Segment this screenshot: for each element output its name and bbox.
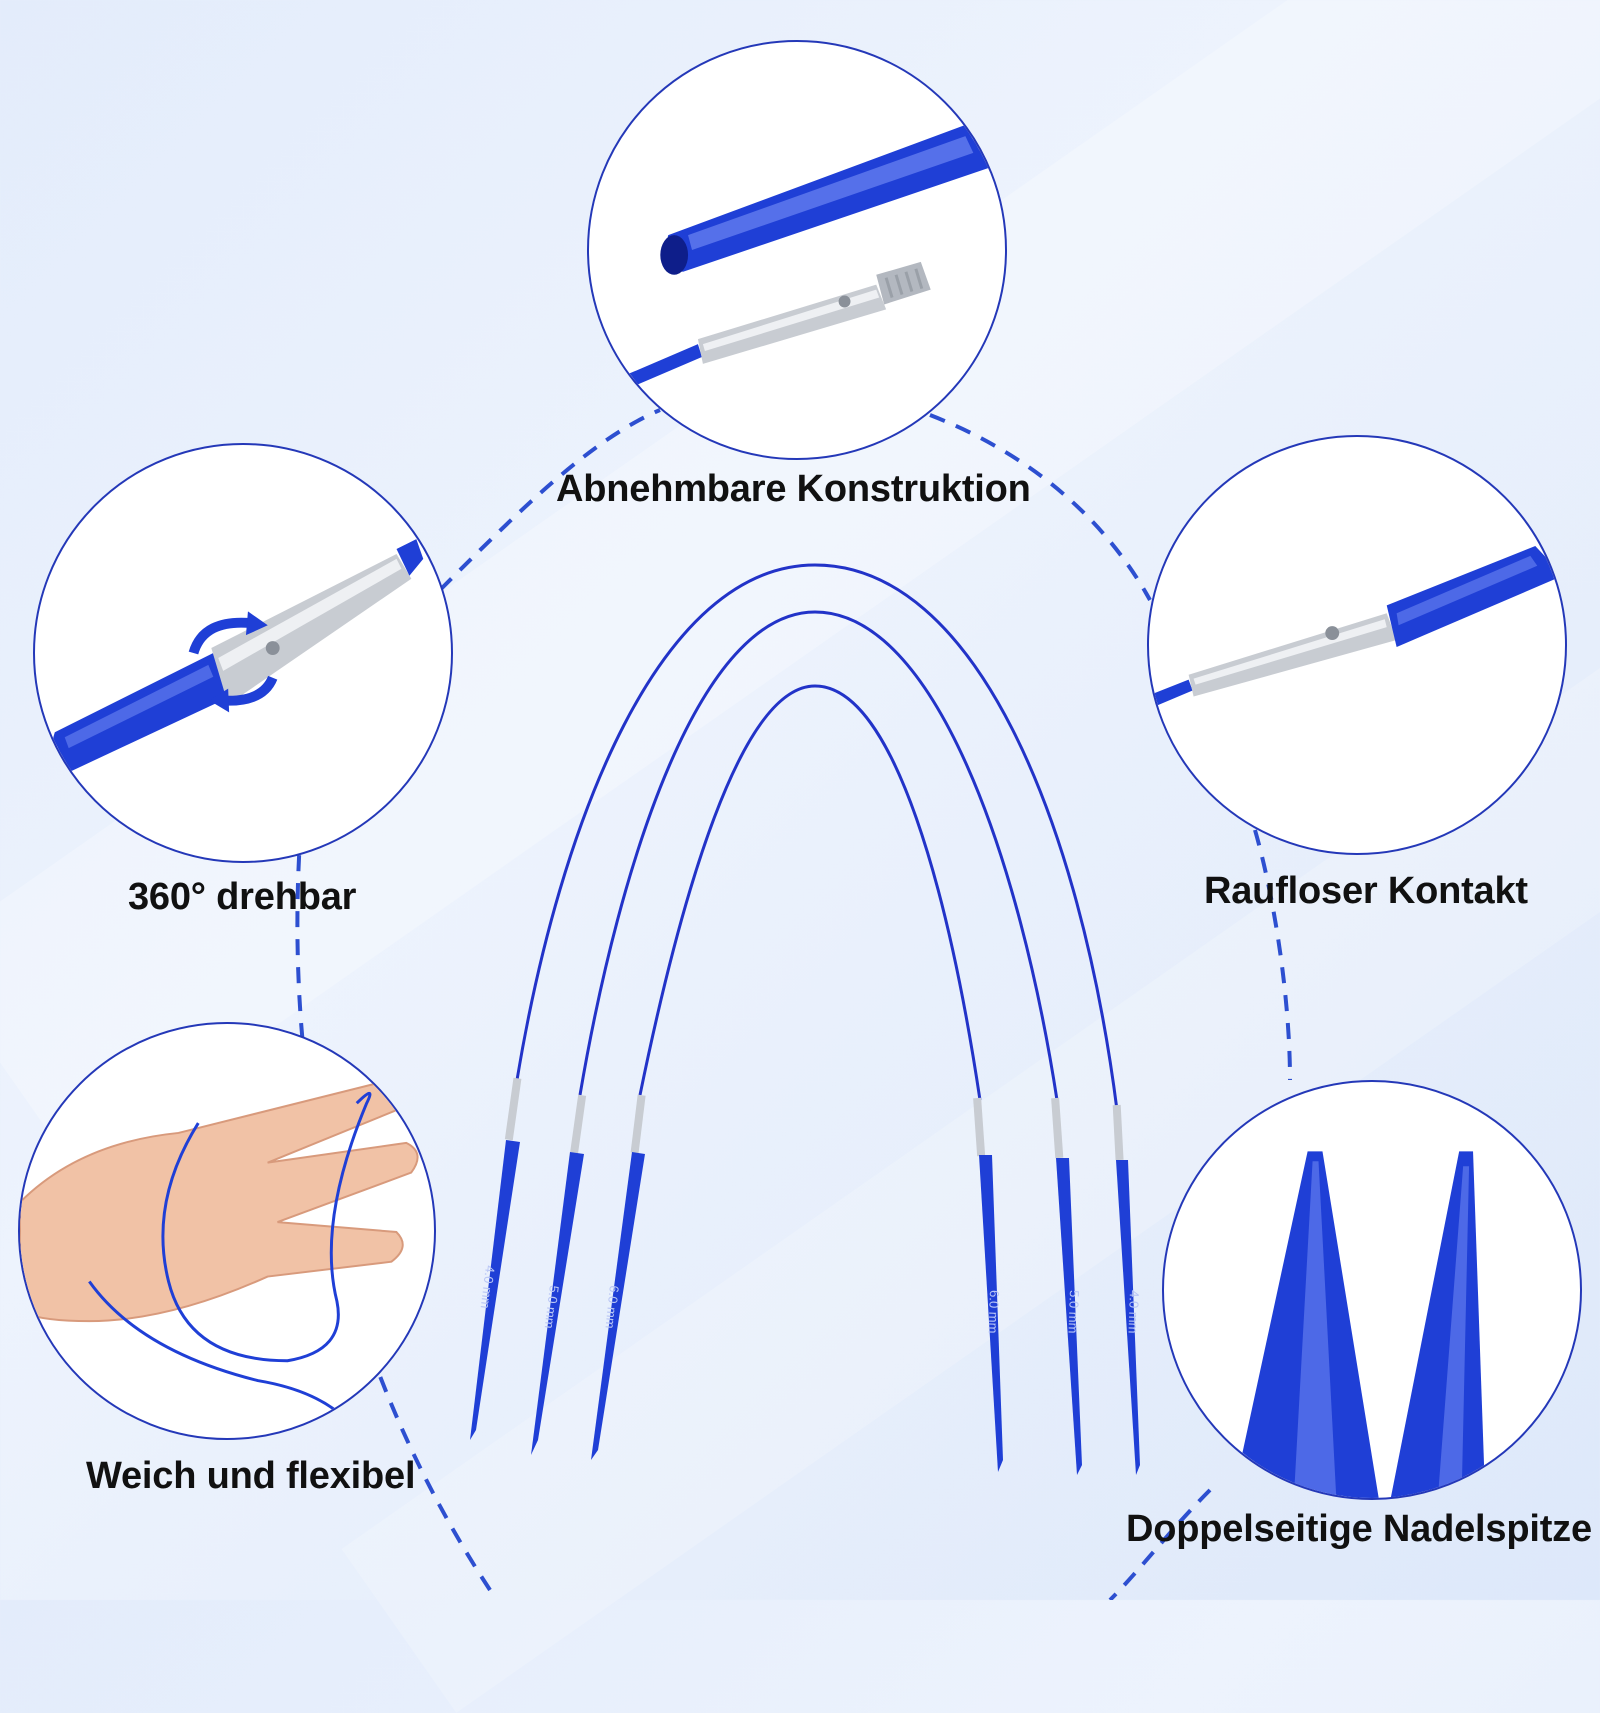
size-marking: 6.0 mm xyxy=(985,1290,1002,1334)
needle-cable xyxy=(578,610,1059,1101)
needle-tip-left-3 xyxy=(591,1094,646,1460)
needle-tips-image xyxy=(1232,1151,1486,1498)
size-marking: 5.0 mm xyxy=(542,1285,562,1330)
needle-tip-right-3 xyxy=(1112,1104,1140,1475)
needle-tip-right-1 xyxy=(973,1097,1003,1472)
needle-tip-left-2 xyxy=(531,1094,587,1455)
feature-circle-swivel xyxy=(33,443,453,863)
feature-label-detachable: Abnehmbare Konstruktion xyxy=(556,468,1031,510)
feature-circle-smooth-joint xyxy=(1147,435,1567,855)
feature-circle-detachable xyxy=(587,40,1007,460)
needle-tip-left-1 xyxy=(470,1077,522,1440)
feature-circle-flexible xyxy=(18,1022,436,1440)
feature-label-needle-tips: Doppelseitige Nadelspitze xyxy=(1126,1508,1592,1550)
swivel-connector-image xyxy=(51,539,424,772)
needle-tip-right-2 xyxy=(1051,1097,1082,1475)
product-infographic: 4.0 mm 5.0 mm 6.0 mm 6.0 mm 5.0 mm 4.0 m… xyxy=(18,40,1593,1600)
needle-cable xyxy=(515,563,1119,1111)
feature-circle-needle-tips xyxy=(1162,1080,1582,1500)
smooth-joint-image xyxy=(1150,545,1564,707)
feature-label-swivel: 360° drehbar xyxy=(128,876,357,918)
size-marking: 5.0 mm xyxy=(1065,1290,1082,1334)
needle-cable xyxy=(638,684,982,1101)
size-marking: 4.0 mm xyxy=(1125,1290,1142,1334)
size-marking: 4.0 mm xyxy=(478,1265,498,1310)
size-marking: 6.0 mm xyxy=(602,1285,621,1330)
cable-around-hand-image xyxy=(20,1082,419,1422)
feature-label-smooth-joint: Raufloser Kontakt xyxy=(1204,870,1528,912)
detachable-connector-image xyxy=(628,121,996,387)
knitting-needles-illustration: 4.0 mm 5.0 mm 6.0 mm 6.0 mm 5.0 mm 4.0 m… xyxy=(470,563,1142,1475)
feature-label-flexible: Weich und flexibel xyxy=(86,1455,416,1497)
